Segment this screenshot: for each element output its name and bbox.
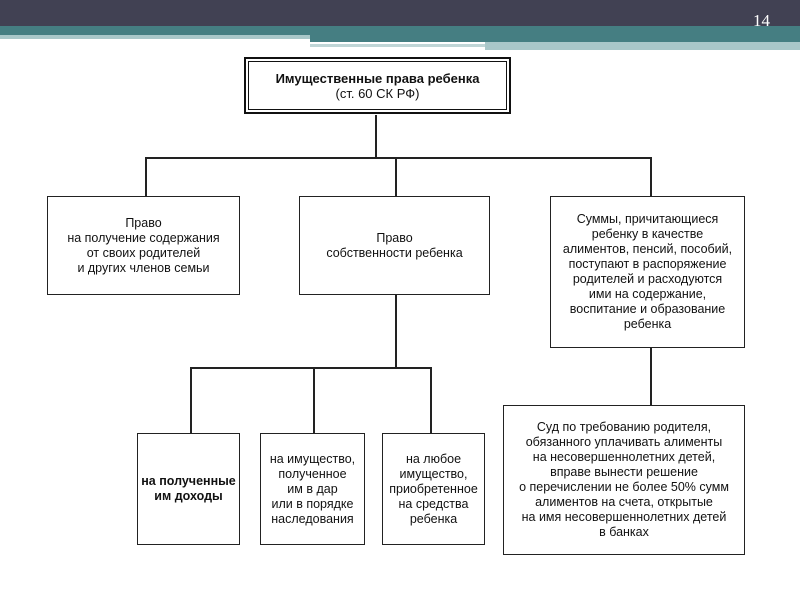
connector (313, 367, 315, 433)
slide-header-bar (0, 0, 800, 26)
connector (190, 367, 192, 433)
connector (430, 367, 432, 433)
court-decision-box: Суд по требованию родителя, обязанного у… (503, 405, 745, 555)
root-title: Имущественные права ребенка (275, 70, 480, 86)
income-box: на полученные им доходы (137, 433, 240, 545)
property-right-box: Право собственности ребенка (299, 196, 490, 295)
root-subtitle: (ст. 60 СК РФ) (335, 85, 420, 101)
header-accent (0, 35, 310, 39)
header-accent (0, 26, 800, 35)
slide-number: 14 (753, 11, 770, 30)
purchased-property-box: на любое имущество, приобретенное на сре… (382, 433, 485, 545)
maintenance-right-box: Право на получение содержания от своих р… (47, 196, 240, 295)
connector (375, 115, 377, 157)
connector (650, 348, 652, 405)
connector (650, 157, 652, 196)
header-accent (310, 44, 485, 47)
root-box: Имущественные права ребенка (ст. 60 СК Р… (244, 57, 511, 114)
gift-inheritance-box: на имущество, полученное им в дар или в … (260, 433, 365, 545)
connector (395, 157, 397, 196)
connector (190, 367, 431, 369)
header-accent (310, 35, 800, 42)
header-accent (485, 42, 800, 50)
connector (145, 157, 147, 196)
alimony-sums-box: Суммы, причитающиеся ребенку в качестве … (550, 196, 745, 348)
connector (145, 157, 651, 159)
connector (395, 295, 397, 367)
